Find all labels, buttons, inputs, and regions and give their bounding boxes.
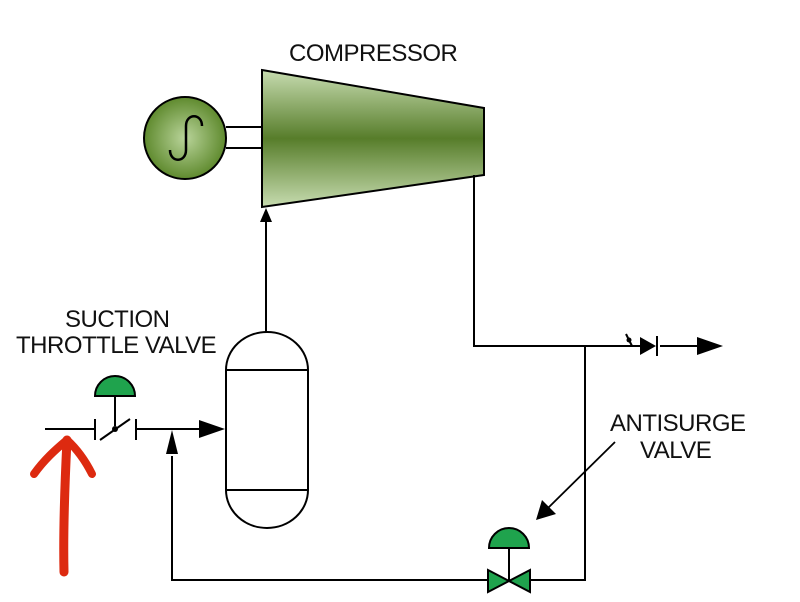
antisurge-pointer-arrow — [536, 441, 616, 520]
inlet-arrow — [199, 420, 225, 438]
suction-throttle-valve — [93, 375, 137, 441]
check-valve-icon — [620, 333, 658, 356]
shaft — [226, 126, 262, 149]
compressor-suction-line — [260, 208, 272, 333]
inlet-line — [45, 420, 225, 438]
valve-actuator-dome-icon — [487, 527, 531, 549]
recycle-line — [166, 346, 586, 581]
motor — [143, 96, 227, 180]
suction-drum — [225, 331, 309, 529]
antisurge-label-line2: VALVE — [640, 437, 711, 464]
motor-sine-icon — [168, 115, 204, 161]
discharge-arrow — [697, 337, 723, 355]
suction-valve-label-line1: SUCTION — [65, 306, 170, 333]
antisurge-label-line1: ANTISURGE — [610, 410, 746, 437]
compressor-body — [261, 68, 485, 209]
valve-actuator-dome-icon — [93, 375, 137, 397]
discharge-line — [473, 175, 723, 355]
suction-valve-label-line2: THROTTLE VALVE — [16, 332, 216, 359]
compressor-label: COMPRESSOR — [289, 40, 458, 67]
red-up-arrow-icon — [30, 435, 96, 577]
antisurge-valve — [487, 527, 531, 594]
